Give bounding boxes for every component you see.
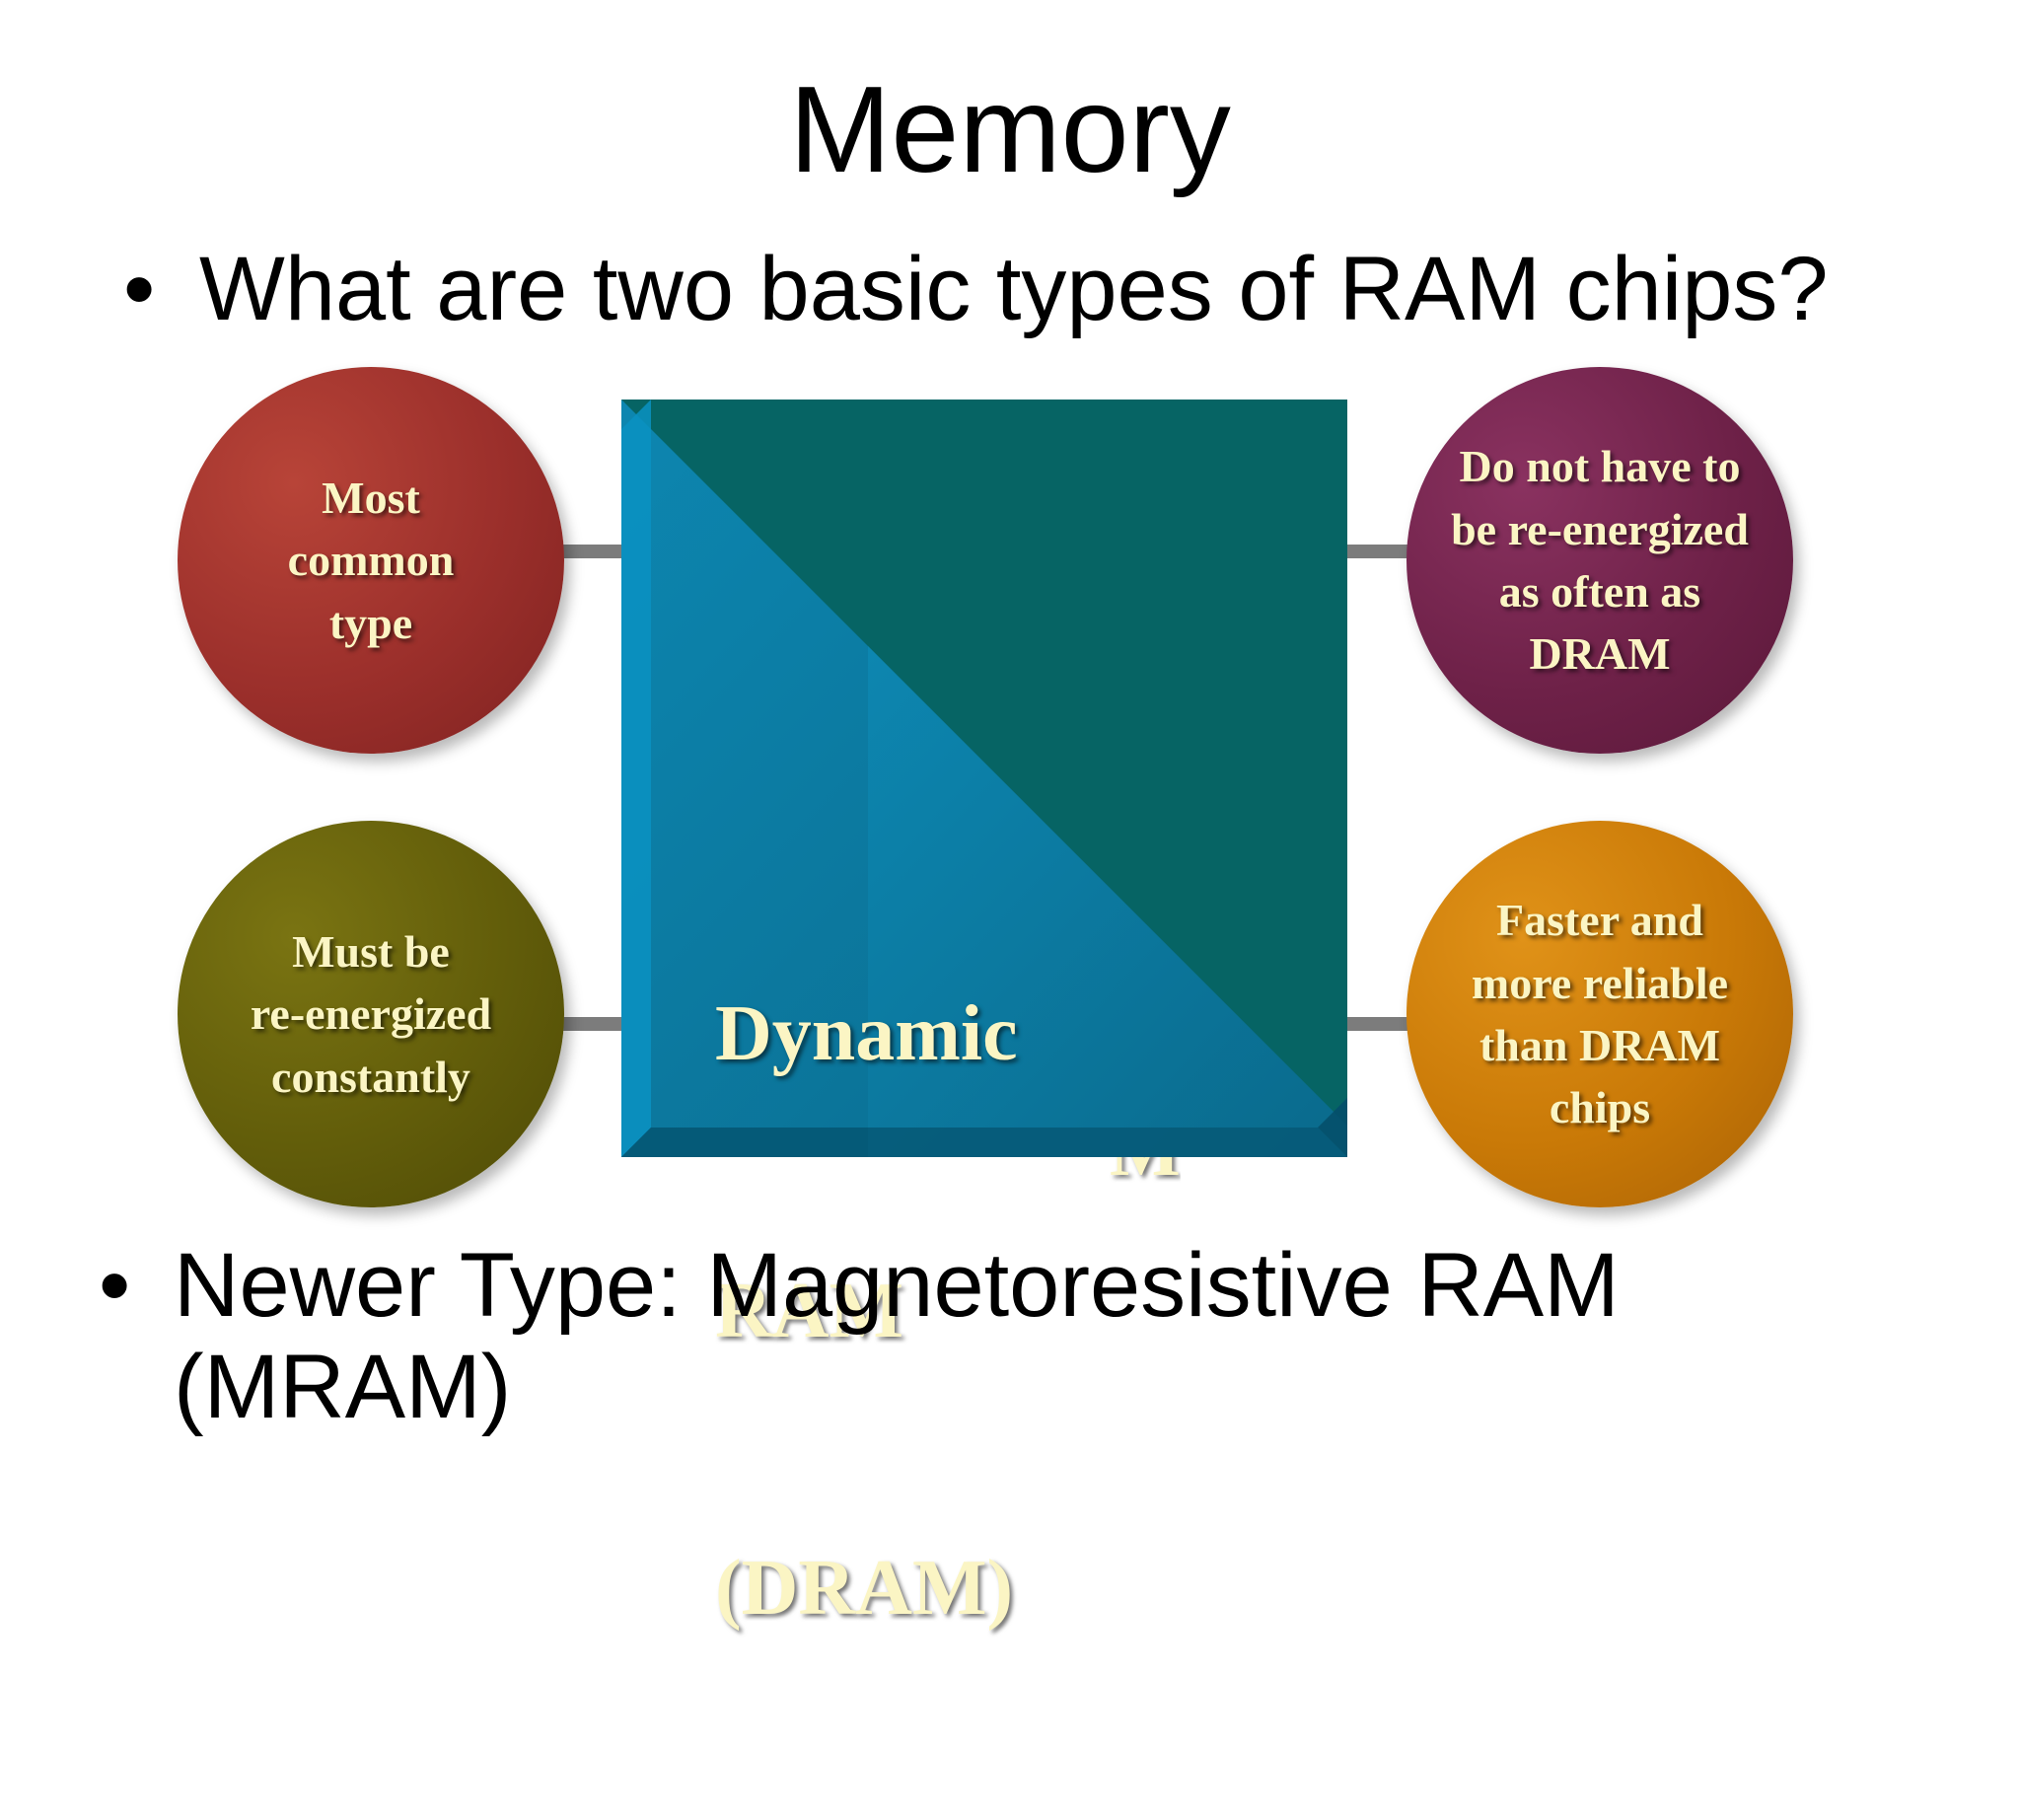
circle-must-be-re-energized: Must be re-energized constantly bbox=[178, 821, 564, 1207]
bevel-left bbox=[621, 400, 651, 1157]
dram-label-line: RAM bbox=[715, 1267, 904, 1354]
circle-label-line: as often as bbox=[1498, 566, 1701, 617]
circle-label-line: be re-energized bbox=[1451, 503, 1749, 554]
circle-label-line: Faster and bbox=[1495, 895, 1703, 946]
connector-top-left bbox=[562, 545, 623, 558]
bullet-question: • What are two basic types of RAM chips? bbox=[123, 239, 1997, 340]
bullet-mram-line2: (MRAM) bbox=[174, 1337, 512, 1438]
slide-title: Memory bbox=[789, 62, 1231, 198]
dram-label-line: Dynamic bbox=[715, 990, 1018, 1078]
dram-label-line: (DRAM) bbox=[715, 1544, 1014, 1632]
circle-do-not-re-energize-often: Do not have to be re-energized as often … bbox=[1407, 367, 1793, 754]
ram-types-box: atic M Dynamic RAM (DRAM) bbox=[621, 400, 1347, 1632]
circle-label-line: chips bbox=[1549, 1082, 1651, 1133]
circle-label-line: type bbox=[328, 597, 413, 648]
circle-label-line: Must be bbox=[292, 925, 450, 977]
bullet-mram-line1: Newer Type: Magnetoresistive RAM bbox=[174, 1235, 1620, 1336]
bullet-marker: • bbox=[123, 239, 156, 339]
bullet-mram: • Newer Type: Magnetoresistive RAM (MRAM… bbox=[99, 1235, 1973, 1438]
circle-faster-more-reliable: Faster and more reliable than DRAM chips bbox=[1407, 821, 1793, 1207]
bullet-question-text: What are two basic types of RAM chips? bbox=[199, 239, 1829, 339]
connector-bottom-left bbox=[562, 1017, 623, 1031]
circle-label-line: Most bbox=[322, 472, 420, 523]
circle-label-line: Do not have to bbox=[1459, 441, 1741, 492]
circle-label-line: DRAM bbox=[1529, 628, 1671, 680]
circle-most-common-type: Most common type bbox=[178, 367, 564, 754]
circle-label-line: re-energized bbox=[250, 988, 492, 1040]
circle-label-line: constantly bbox=[271, 1051, 470, 1102]
connector-bottom-right bbox=[1345, 1017, 1410, 1031]
bullet-marker: • bbox=[99, 1235, 131, 1336]
circle-label-line: more reliable bbox=[1471, 957, 1729, 1008]
circle-label-line: common bbox=[287, 535, 455, 586]
connector-top-right bbox=[1345, 545, 1410, 558]
circle-label-line: than DRAM bbox=[1479, 1020, 1721, 1070]
